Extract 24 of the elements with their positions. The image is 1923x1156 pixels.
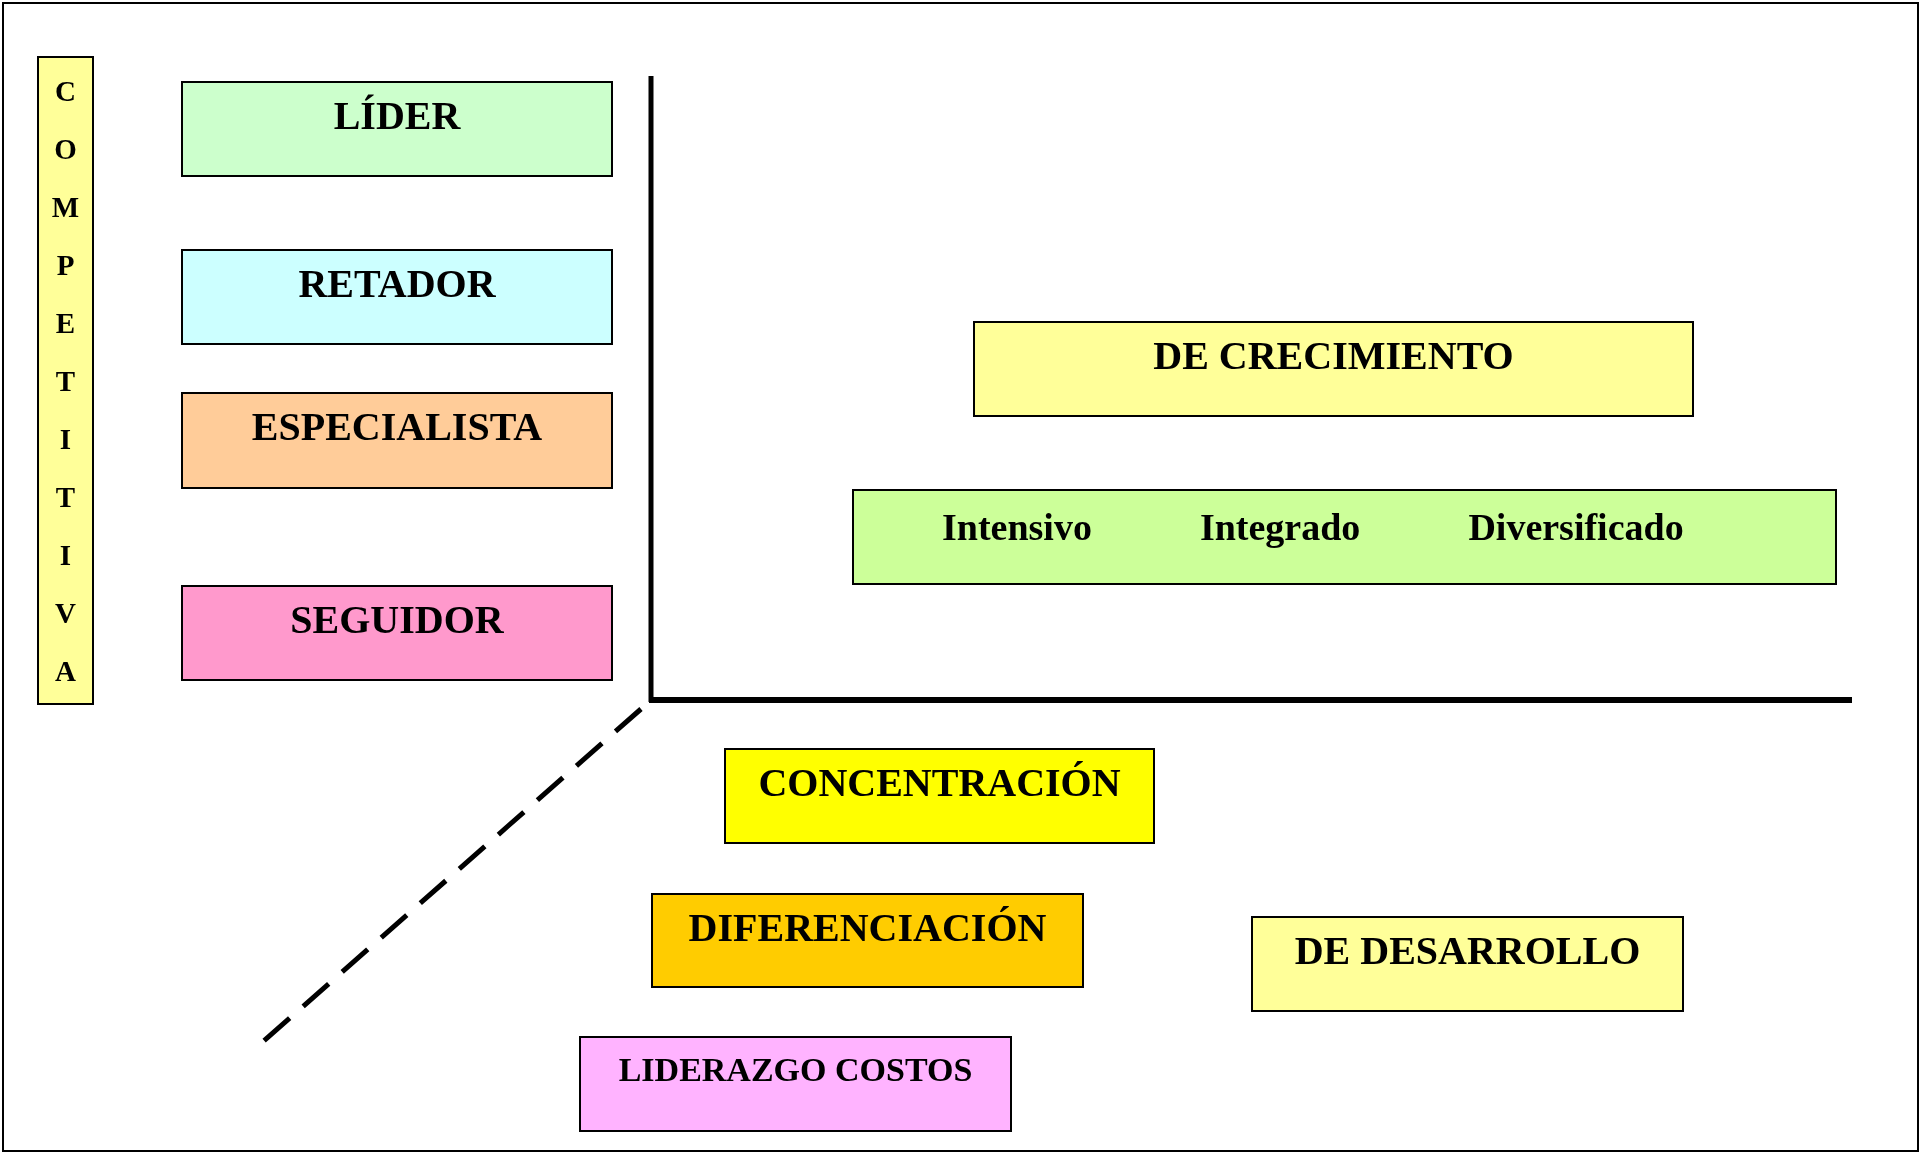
category-label: Intensivo	[942, 505, 1092, 550]
strategy-label: DIFERENCIACIÓN	[688, 904, 1047, 952]
strategy-box	[1251, 916, 1684, 1012]
strategy-box	[181, 81, 613, 177]
strategy-label: ESPECIALISTA	[251, 403, 543, 451]
strategy-box	[181, 249, 613, 345]
strategy-box	[181, 392, 613, 489]
category-box	[852, 489, 1837, 585]
strategy-box	[651, 893, 1084, 988]
vertical-label-box	[37, 56, 94, 705]
strategy-box	[181, 585, 613, 681]
strategy-label: LÍDER	[333, 92, 461, 140]
strategy-label: LIDERAZGO COSTOS	[618, 1050, 973, 1090]
strategy-box	[724, 748, 1155, 844]
strategy-label: DE CRECIMIENTO	[1153, 332, 1514, 380]
strategy-box	[973, 321, 1694, 417]
strategy-label: SEGUIDOR	[290, 596, 504, 644]
strategy-box	[579, 1036, 1012, 1132]
vertical-label: COMPETITIVA	[51, 74, 80, 689]
category-label: Integrado	[1199, 505, 1361, 550]
category-label: Diversificado	[1468, 505, 1684, 550]
strategy-label: RETADOR	[298, 260, 496, 308]
strategy-label: DE DESARROLLO	[1294, 927, 1641, 975]
strategy-label: CONCENTRACIÓN	[758, 759, 1121, 807]
